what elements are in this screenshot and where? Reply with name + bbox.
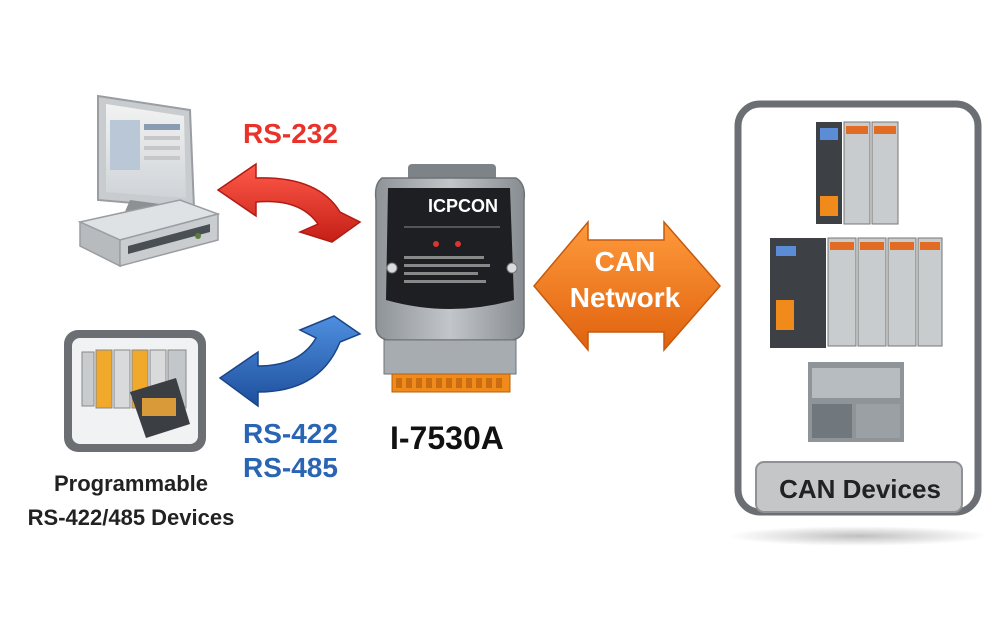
model-label: I-7530A	[390, 420, 504, 456]
rs485-label: RS-485	[243, 452, 338, 483]
rs422-label: RS-422	[243, 418, 338, 449]
rs485-arrow	[218, 315, 362, 408]
rs232-label: RS-232	[243, 118, 338, 149]
programmable-devices-label-line2: RS-422/485 Devices	[27, 505, 235, 530]
device-brand: ICPCON	[428, 196, 498, 216]
converter-module-icon: ICPCON	[374, 164, 526, 393]
programmable-devices-label-line1: Programmable	[53, 471, 209, 496]
desktop-pc-icon	[77, 94, 221, 268]
can-network-label-line1: CAN	[594, 246, 656, 277]
can-network-label-line2: Network	[569, 282, 681, 313]
can-network-arrow	[533, 219, 721, 353]
can-devices-label: CAN Devices	[779, 474, 941, 504]
rs232-arrow	[216, 162, 362, 243]
can-devices-icon	[770, 121, 943, 442]
programmable-devices-icon	[64, 330, 206, 452]
